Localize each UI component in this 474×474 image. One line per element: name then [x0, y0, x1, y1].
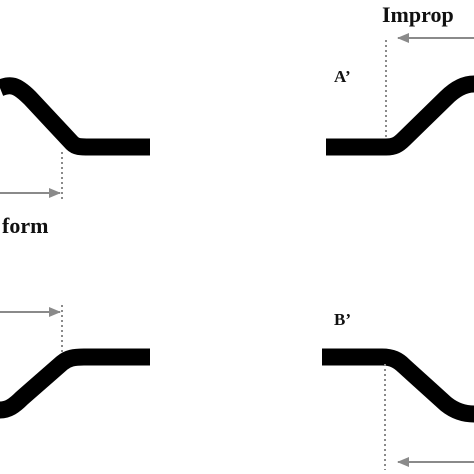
- heading-improp: Improp: [382, 2, 454, 27]
- curve-top-left: [0, 77, 150, 156]
- curve-bottom-left: [0, 348, 150, 419]
- label-a-prime: A’: [334, 67, 351, 86]
- label-b-prime: B’: [334, 310, 351, 329]
- curve-bottom-right: [322, 348, 474, 423]
- curve-top-right: [326, 75, 474, 156]
- caption-form: form: [2, 213, 48, 238]
